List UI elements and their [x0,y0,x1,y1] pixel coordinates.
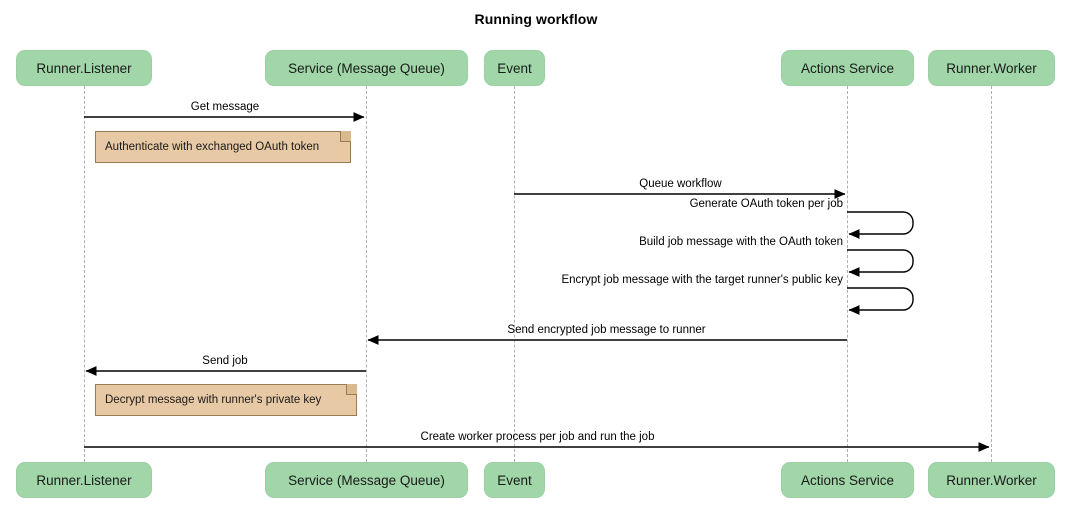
participant-actions-service-bottom[interactable]: Actions Service [781,462,914,498]
lifeline-actions-service [847,86,848,462]
message-label-queue-workflow: Queue workflow [639,178,722,190]
participant-actions-service-top[interactable]: Actions Service [781,50,914,86]
participant-service-message-queue-top[interactable]: Service (Message Queue) [265,50,468,86]
self-loop-generate-oauth-token-per-job [847,211,914,239]
lifeline-event [514,86,515,462]
message-label-encrypt-job-message-with-the-target-runners-public-key: Encrypt job message with the target runn… [561,274,843,286]
lifeline-runner-worker [991,86,992,462]
message-label-send-job: Send job [202,355,248,367]
page-title: Running workflow [474,11,598,27]
note-text-authenticate-note: Authenticate with exchanged OAuth token [105,141,320,153]
message-label-create-worker-process-per-job-and-run-the-job: Create worker process per job and run th… [420,431,655,443]
message-label-send-encrypted-job-message-to-runner: Send encrypted job message to runner [507,324,706,336]
note-decrypt-note: Decrypt message with runner's private ke… [95,384,357,416]
self-loop-build-job-message-with-the-oauth-token [847,249,914,277]
lifeline-service-message-queue [366,86,367,462]
participant-event-bottom[interactable]: Event [484,462,545,498]
message-label-get-message: Get message [190,101,260,113]
note-fold-corner-icon [340,131,351,142]
participant-event-top[interactable]: Event [484,50,545,86]
note-authenticate-note: Authenticate with exchanged OAuth token [95,131,351,163]
lifeline-runner-listener [84,86,85,462]
message-label-generate-oauth-token-per-job: Generate OAuth token per job [689,198,843,210]
self-loop-encrypt-job-message-with-the-target-runners-public-key [847,287,914,315]
note-text-decrypt-note: Decrypt message with runner's private ke… [105,394,322,406]
participant-runner-listener-top[interactable]: Runner.Listener [16,50,152,86]
message-label-build-job-message-with-the-oauth-token: Build job message with the OAuth token [639,236,843,248]
note-fold-corner-icon [346,384,357,395]
participant-runner-worker-bottom[interactable]: Runner.Worker [928,462,1055,498]
participant-runner-worker-top[interactable]: Runner.Worker [928,50,1055,86]
participant-runner-listener-bottom[interactable]: Runner.Listener [16,462,152,498]
participant-service-message-queue-bottom[interactable]: Service (Message Queue) [265,462,468,498]
